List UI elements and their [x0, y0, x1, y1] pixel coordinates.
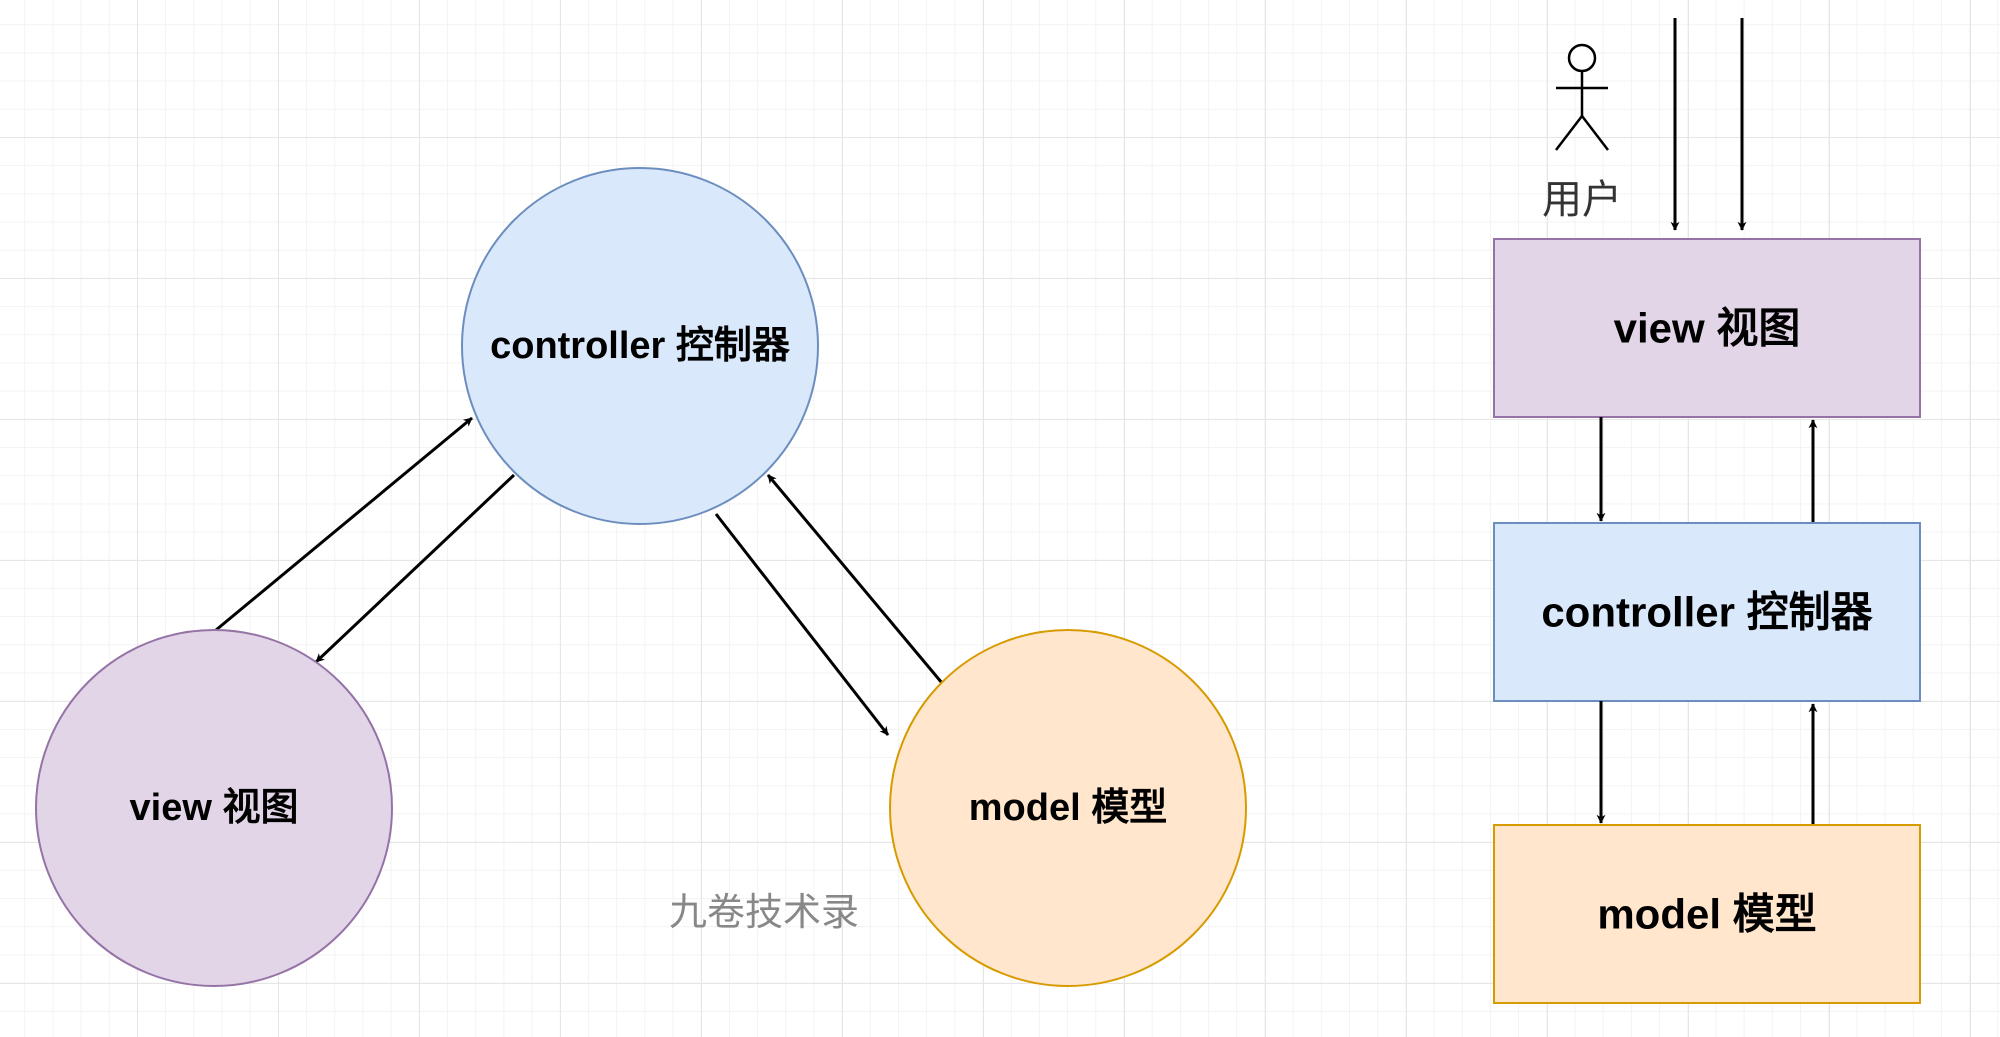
person-icon — [1555, 43, 1609, 151]
model-box — [1493, 824, 1921, 1004]
edge-model-to-controller — [766, 474, 944, 684]
controller-node[interactable]: controller 控制器 — [461, 167, 819, 525]
view-label: view 视图 — [130, 787, 299, 829]
controller-label: controller 控制器 — [490, 325, 791, 367]
view-box-label: view 视图 — [1614, 305, 1801, 352]
view-box — [1493, 238, 1921, 418]
watermark-text: 九卷技术录 — [669, 892, 859, 934]
model-label: model 模型 — [969, 787, 1167, 829]
model-circle — [889, 629, 1247, 987]
view-circle — [35, 629, 393, 987]
layer-diagram: 用户 view 视图 controller 控制器 model 模型 — [1493, 18, 1921, 1004]
controller-box-node[interactable]: controller 控制器 — [1493, 522, 1921, 702]
controller-box-label: controller 控制器 — [1541, 589, 1873, 636]
controller-circle — [461, 167, 819, 525]
cycle-diagram: controller 控制器 view 视图 model 模型 — [35, 167, 1247, 987]
edge-controller-to-model — [714, 513, 890, 736]
view-node[interactable]: view 视图 — [35, 629, 393, 987]
model-box-label: model 模型 — [1597, 891, 1816, 938]
model-box-node[interactable]: model 模型 — [1493, 824, 1921, 1004]
view-box-node[interactable]: view 视图 — [1493, 238, 1921, 418]
edge-view-to-controller — [215, 416, 473, 632]
user-label: 用户 — [1542, 178, 1622, 222]
controller-box — [1493, 522, 1921, 702]
edge-controller-to-view — [314, 473, 516, 664]
model-node[interactable]: model 模型 — [889, 629, 1247, 987]
